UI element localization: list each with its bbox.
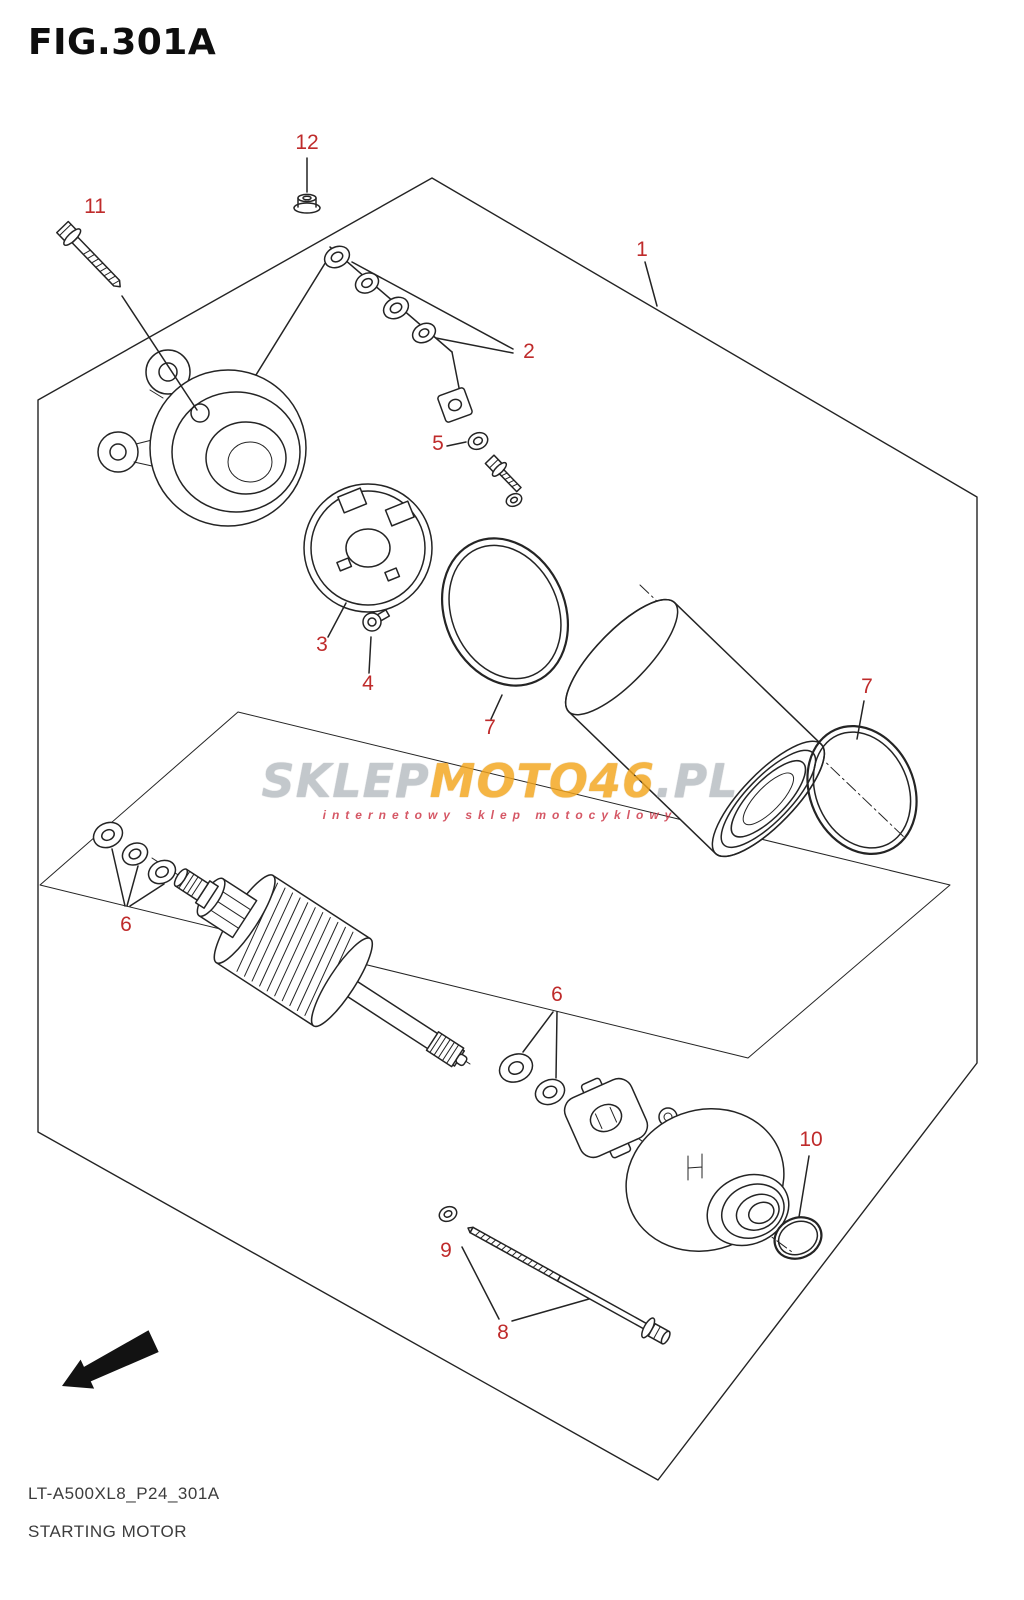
- lock-plate-drawing: [563, 1077, 649, 1159]
- terminal-screw-drawing: [484, 454, 523, 508]
- armature-drawing: [173, 868, 468, 1068]
- assembly-lines: [242, 246, 462, 399]
- callout-9: 9: [440, 1239, 452, 1262]
- callout-3: 3: [316, 633, 328, 656]
- small-washer-drawing: [438, 1205, 458, 1223]
- through-bolt-drawing: [467, 1226, 671, 1345]
- flange-bolt-drawing: [55, 220, 121, 288]
- outer-box: [37, 177, 978, 1481]
- o-ring-right-drawing: [806, 725, 918, 855]
- callout-10: 10: [799, 1128, 823, 1151]
- part-code: LT-A500XL8_P24_301A: [28, 1484, 220, 1503]
- callout-5: 5: [432, 432, 444, 455]
- motor-yoke-drawing: [564, 598, 826, 858]
- grommet-drawing: [362, 609, 391, 632]
- callout-12: 12: [295, 131, 319, 154]
- callout-4: 4: [362, 672, 374, 695]
- callout-6: 6: [551, 983, 563, 1006]
- armature-rear-spline: [425, 1031, 468, 1068]
- front-housing-drawing: [97, 349, 307, 527]
- square-nut-drawing: [437, 387, 489, 451]
- callout-2: 2: [523, 340, 535, 363]
- armature-front-spline: [173, 868, 209, 901]
- washer-set-middle-drawing: [498, 1053, 566, 1106]
- o-ring-small-drawing: [773, 1216, 823, 1260]
- brush-plate-drawing: [303, 483, 433, 613]
- figure-title: FIG.301A: [28, 22, 217, 63]
- callout-1: 1: [636, 238, 648, 261]
- leader-lines: [111, 157, 865, 1322]
- flange-nut-drawing: [293, 193, 321, 214]
- washer-set-left-drawing: [92, 821, 177, 885]
- callout-7: 7: [861, 675, 873, 698]
- callout-11: 11: [84, 195, 106, 218]
- o-ring-left-drawing: [440, 537, 570, 687]
- callout-8: 8: [497, 1321, 509, 1344]
- callout-6: 6: [120, 913, 132, 936]
- figure-footer: LT-A500XL8_P24_301A STARTING MOTOR: [28, 1484, 220, 1542]
- callout-7: 7: [484, 716, 496, 739]
- end-cover-drawing: [625, 1107, 790, 1252]
- fwd-arrow: FWD: [62, 1330, 159, 1389]
- part-name: STARTING MOTOR: [28, 1522, 188, 1541]
- washer-stack-drawing: [323, 245, 437, 344]
